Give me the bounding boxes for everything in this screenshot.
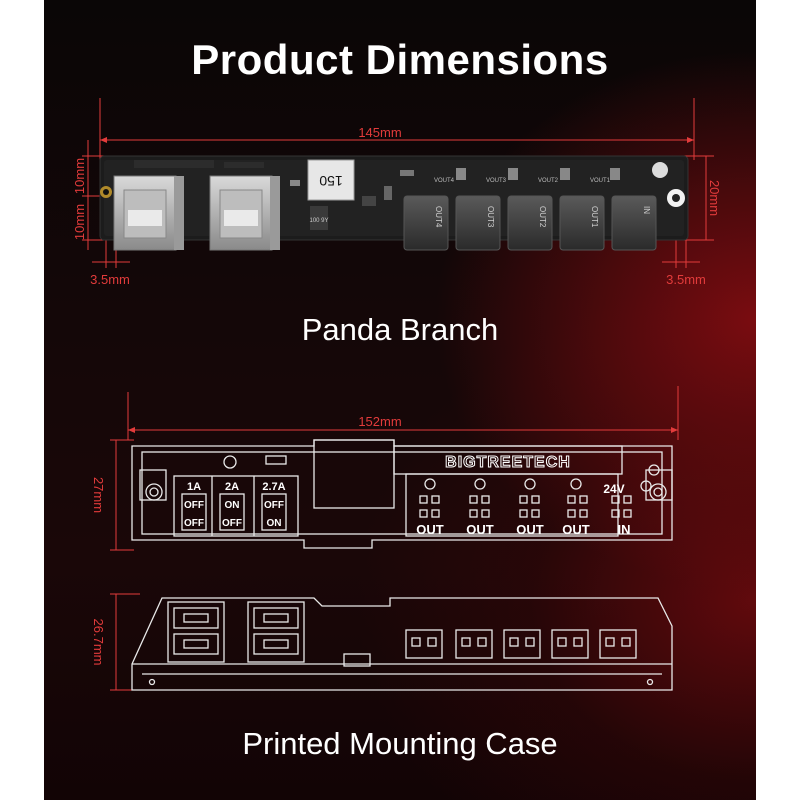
port-label-out: OUT [516,522,544,537]
switch-state: OFF [264,500,284,511]
dim-top-height: 27mm [91,477,106,513]
smd-components [290,162,668,206]
case-top-dimensions: 152mm 27mm [91,386,679,551]
switch-header-2a: 2A [225,481,239,493]
dim-front-height: 26.7mm [91,619,106,666]
switch-state: OFF [184,518,204,529]
case-section-label: Printed Mounting Case [242,726,558,761]
vout-label: VOUT1 [590,178,611,184]
switch-header-1a: 1A [187,481,201,493]
page-title: Product Dimensions [191,36,609,83]
port-label-out: OUT [562,522,590,537]
switch-state: OFF [222,518,242,529]
board-diagram: 145mm 20mm 10mm 10mm 3.5mm 3.5mm [72,98,722,691]
board-section-label: Panda Branch [301,312,499,347]
regulator-chip: 150 [307,159,355,201]
inductor-marking: 100 9Y [309,218,328,224]
connector-label-out3: OUT3 [486,206,495,228]
case-front-view [131,597,673,691]
switch-header-27a: 2.7A [262,481,285,493]
switch-state: ON [267,518,282,529]
port-label-in: IN [618,522,631,537]
dim-margin-left: 3.5mm [90,272,130,287]
connector-labels: OUT4 OUT3 OUT2 OUT1 IN [434,206,651,228]
dim-usb-a: 10mm [72,158,87,194]
case-top-text: BIGTREETECH 1A 2A 2.7A OFF OFF ON OFF OF… [184,454,631,538]
dim-height-20: 20mm [707,180,722,216]
vout-label: VOUT4 [434,178,455,184]
usb-port-left [113,175,184,251]
brand-logo-text: BIGTREETECH [445,454,571,471]
vout-label: VOUT2 [538,178,559,184]
dim-length-152: 152mm [358,414,401,429]
regulator-marking: 150 [319,173,343,189]
connector-label-out2: OUT2 [538,206,547,228]
connector-label-out1: OUT1 [590,206,599,228]
dim-margin-right: 3.5mm [666,272,706,287]
inductor: 100 9Y [309,206,329,230]
input-voltage-label: 24V [603,482,624,496]
output-connectors [403,195,657,251]
vout-label: VOUT3 [486,178,507,184]
dim-usb-b: 10mm [72,204,87,240]
switch-state: ON [225,500,240,511]
usb-port-right [209,175,280,251]
connector-label-in: IN [642,206,651,214]
switch-state: OFF [184,500,204,511]
vout-labels: VOUT4 VOUT3 VOUT2 VOUT1 [434,178,611,184]
connector-label-out4: OUT4 [434,206,443,228]
port-label-out: OUT [416,522,444,537]
case-top-view [131,439,673,549]
dim-length-145: 145mm [358,125,401,140]
product-dimensions-graphic: Product Dimensions 145mm 20mm [44,0,756,800]
port-label-out: OUT [466,522,494,537]
